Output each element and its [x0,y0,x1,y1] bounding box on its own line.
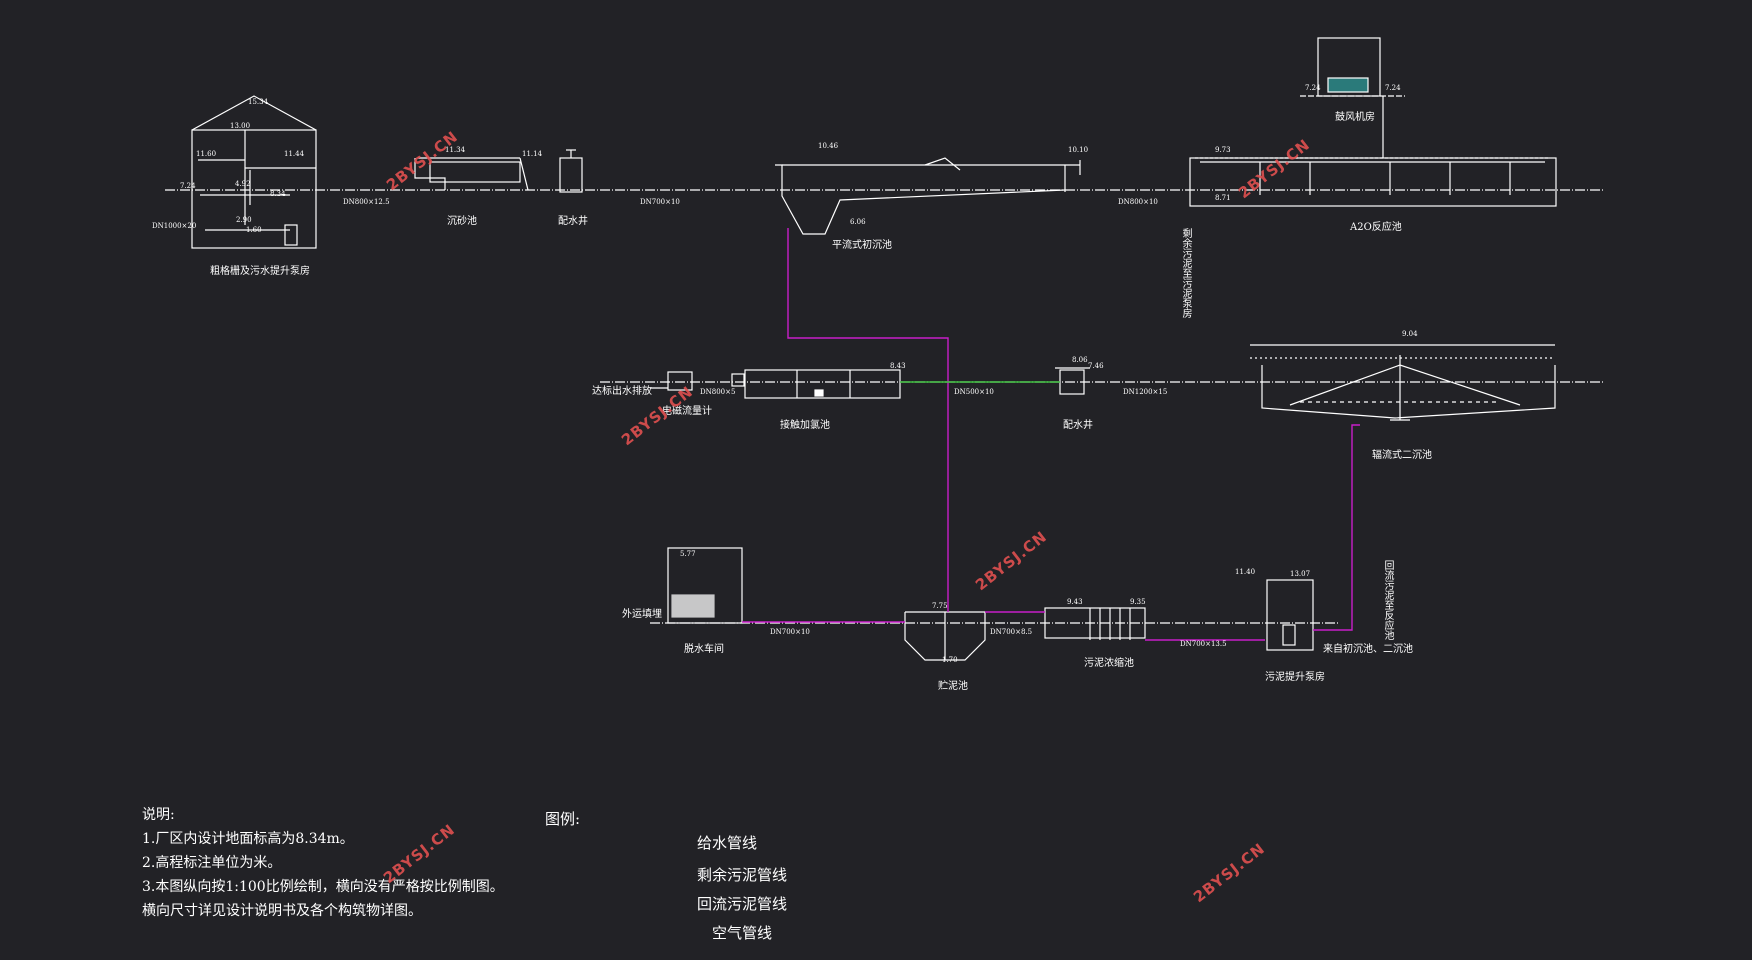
label-distribution-well-2: 配水井 [1063,420,1093,431]
elev-775: 7.75 [932,602,948,610]
pipe-label-6: DN800×5 [700,388,736,396]
label-from-clarifiers: 来自初沉池、二沉池 [1323,644,1413,655]
elev-577: 5.77 [680,550,696,558]
elev-606: 6.06 [850,218,866,226]
label-coarse-screen: 粗格栅及污水提升泵房 [210,266,310,277]
distribution-well-2-structure [1055,367,1090,395]
elev-871: 8.71 [1215,194,1231,202]
notes-title: 说明: [142,807,175,823]
pipe-label-9: DN700×13.5 [1180,640,1227,648]
notes-line-3: 3.本图纵向按1:100比例绘制，横向没有严格按比例制图。 [142,879,504,895]
elev-724a: 7.24 [180,182,196,190]
label-sludge-to-pump: 剩余污泥至污泥泵房 [1180,228,1191,318]
label-grit-chamber: 沉砂池 [447,216,477,227]
label-primary-clarifier: 平流式初沉池 [832,240,892,251]
label-flow-meter: 电磁流量计 [662,406,712,417]
elev-492: 4.92 [235,180,251,188]
grit-chamber-structure [414,157,529,191]
primary-sludge-line [787,228,949,612]
elev-1140: 11.40 [1235,568,1256,576]
legend-title: 图例: [545,810,581,828]
elev-13: 13.00 [230,122,251,130]
secondary-clarifier-structure [1250,344,1556,421]
sludge-pump-house-structure [1266,579,1314,651]
notes-block: 说明: 1.厂区内设计地面标高为8.34m。 2.高程标注单位为米。 3.本图纵… [142,803,504,923]
return-sludge-line [1313,424,1360,631]
label-blower-room: 鼓风机房 [1335,112,1375,123]
elev-834: 8.34 [270,190,286,198]
label-distribution-well-1: 配水井 [558,216,588,227]
distribution-well-1-structure [559,149,583,193]
a2o-tank-structure [1189,96,1557,207]
label-thickener: 污泥浓缩池 [1084,658,1134,669]
elev-1144: 11.44 [284,150,305,158]
elev-746: 7.46 [1088,362,1104,370]
legend-item-water: 给水管线 [697,834,758,852]
primary-clarifier-structure [775,157,1081,235]
notes-line-4: 横向尺寸详见设计说明书及各个构筑物详图。 [142,903,422,919]
elev-1160: 11.60 [196,150,217,158]
pipe-label-2: DN700×10 [640,198,680,206]
thickener-structure [1044,607,1146,640]
elev-843: 8.43 [890,362,906,370]
legend-item-air: 空气管线 [712,924,773,942]
pipe-label-5: DN1200×15 [1123,388,1168,396]
legend-item-return-sludge: 回流污泥管线 [697,895,788,913]
label-outward-landfill: 外运填埋 [622,609,662,620]
pipe-label-7: DN700×10 [770,628,810,636]
legend-item-excess-sludge: 剩余污泥管线 [697,866,788,884]
blower-room-structure [1300,37,1405,97]
elev-904: 9.04 [1402,330,1418,338]
elev-1114: 11.14 [522,150,543,158]
elev-roof: 15.34 [248,98,269,106]
elev-935: 9.35 [1130,598,1146,606]
elev-724b: 7.24 [1305,84,1321,92]
label-sludge-storage: 贮泥池 [938,681,968,692]
label-a2o-tank: A2O反应池 [1350,222,1402,233]
pump-house-structure [191,95,317,249]
label-sludge-pump-house: 污泥提升泵房 [1265,672,1325,683]
elev-1046: 10.46 [818,142,839,150]
label-return-sludge: 回流污泥至反应池 [1382,560,1393,640]
elev-1010: 10.10 [1068,146,1089,154]
elev-973: 9.73 [1215,146,1231,154]
label-dewatering-room: 脱水车间 [684,644,724,655]
pipe-label-10: DN1000×20 [152,222,197,230]
pipe-label-8: DN700×8.5 [990,628,1033,636]
elev-943: 9.43 [1067,598,1083,606]
elev-724c: 7.24 [1385,84,1401,92]
label-contact-tank: 接触加氯池 [780,420,830,431]
elev-290: 2.90 [236,216,252,224]
flow-meter-structure [650,371,693,391]
pipe-label-1: DN800×12.5 [343,198,390,206]
sludge-storage-structure [904,611,986,661]
elev-1307: 13.07 [1290,570,1311,578]
elev-160: 1.60 [246,226,262,234]
pipe-label-4: DN500×10 [954,388,994,396]
label-secondary-clarifier: 辐流式二沉池 [1372,450,1432,461]
elev-170: 1.70 [942,656,958,664]
notes-line-1: 1.厂区内设计地面标高为8.34m。 [142,831,354,847]
contact-tank-structure [731,369,901,399]
elev-1134: 11.34 [445,146,466,154]
elev-806: 8.06 [1072,356,1088,364]
notes-line-2: 2.高程标注单位为米。 [142,855,282,871]
dewatering-room-structure [667,547,743,624]
pipe-label-3: DN800×10 [1118,198,1158,206]
label-discharge: 达标出水排放 [592,386,652,397]
